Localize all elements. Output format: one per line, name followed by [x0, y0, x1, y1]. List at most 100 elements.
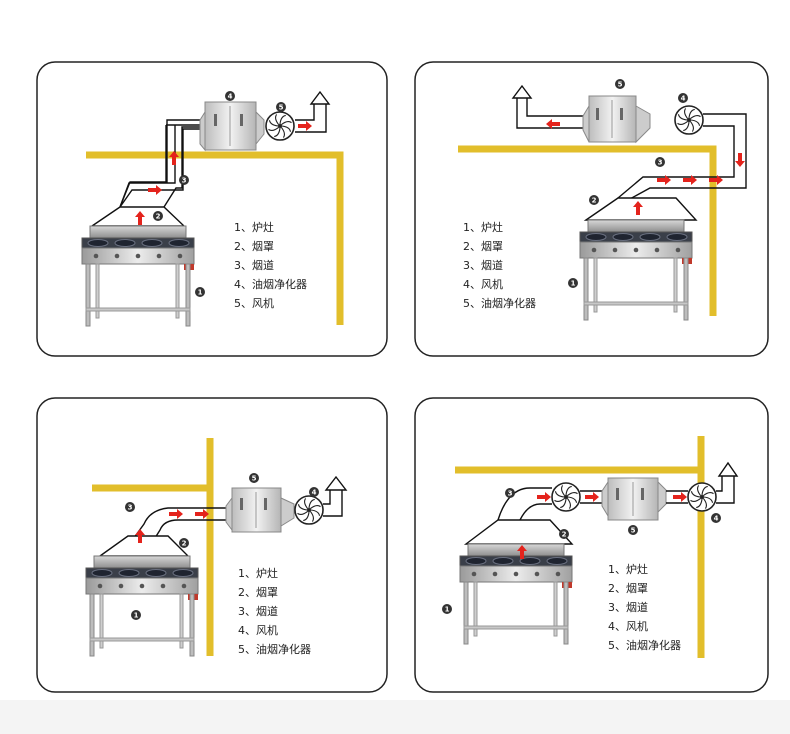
badge-number: 5 [279, 104, 284, 112]
stove-backsplash [89, 225, 187, 239]
exit-duct [295, 104, 327, 133]
burner [666, 233, 688, 241]
fan-blade [567, 496, 578, 503]
number-badge: 5 [276, 102, 286, 112]
stove-knob [675, 247, 681, 253]
badge-number: 4 [312, 489, 317, 497]
stove-knob [591, 247, 597, 253]
fan-blade [281, 121, 292, 126]
legend-item-2: 2、烟罩 [234, 239, 274, 253]
number-badge: 2 [179, 538, 189, 548]
purifier [199, 101, 265, 152]
fan-blade [688, 108, 695, 119]
flow-arrow-icon [709, 175, 723, 185]
stove-leg [673, 257, 678, 313]
badge-number: 4 [681, 95, 686, 103]
chimney-cap [511, 84, 533, 99]
wall [458, 145, 717, 316]
stove-leg [553, 581, 558, 637]
duct-outer [119, 119, 200, 208]
stove-leg [473, 581, 478, 637]
fan-blade [268, 126, 279, 131]
fan-blade [560, 498, 567, 509]
fan-hub [307, 508, 311, 512]
badge-number: 3 [658, 159, 663, 167]
stove-shelf [85, 307, 191, 312]
fan-blade [303, 511, 310, 522]
number-badge: 1 [131, 610, 141, 620]
stove [81, 225, 195, 327]
flow-arrows [135, 509, 209, 543]
stove-leg [185, 263, 191, 327]
stove-leg [189, 593, 195, 657]
badge-number: 1 [198, 289, 203, 297]
stove-backsplash [587, 219, 685, 233]
purifier [582, 95, 651, 144]
fan-blade [554, 497, 565, 502]
fan-blade [561, 485, 566, 496]
number-badge: 2 [153, 211, 163, 221]
fan-blade [554, 491, 565, 498]
badge-number: 1 [134, 612, 139, 620]
stove-leg [583, 257, 589, 321]
flow-arrow-icon [517, 545, 527, 559]
burner [172, 569, 194, 577]
stove-shelf [89, 637, 195, 642]
flow-arrow-icon [633, 201, 643, 215]
legend-item-4: 4、油烟净化器 [234, 277, 307, 291]
legend-item-1: 1、炉灶 [463, 221, 503, 234]
stove-knob [118, 583, 124, 589]
flow-arrows [546, 119, 745, 215]
number-badge: 4 [711, 513, 721, 523]
burner [168, 239, 190, 247]
badge-number: 3 [128, 504, 133, 512]
duct [580, 490, 602, 504]
exit-duct [716, 476, 735, 504]
stove-knob [93, 253, 99, 259]
fan [687, 482, 717, 512]
chimney-cap [324, 475, 348, 491]
fan-blade [701, 485, 708, 496]
legend-item-4: 4、风机 [608, 619, 648, 633]
badge-number: 2 [156, 213, 161, 221]
flow-arrows [517, 492, 687, 559]
number-badge: 4 [678, 93, 688, 103]
burner [639, 233, 661, 241]
flow-arrow-icon [673, 492, 687, 502]
flow-arrow-icon [135, 529, 145, 543]
flow-arrow-icon [585, 492, 599, 502]
fan-blade [690, 497, 701, 502]
badge-number: 5 [618, 81, 623, 89]
burner [585, 233, 607, 241]
badge-number: 4 [228, 93, 233, 101]
fan [265, 111, 295, 141]
number-badge: 4 [309, 487, 319, 497]
badges: 1 2 3 4 5 [153, 91, 286, 297]
fan-blade [310, 505, 321, 510]
stove-backsplash [93, 555, 191, 569]
flow-arrow-icon [135, 211, 145, 225]
legend-item-3: 3、烟道 [608, 600, 648, 614]
stove-leg [99, 593, 104, 649]
number-badge: 3 [179, 175, 189, 185]
exit-duct [516, 98, 583, 129]
burner [141, 239, 163, 247]
badge-number: 3 [508, 490, 513, 498]
fan [294, 495, 324, 525]
burner [546, 557, 568, 565]
stove [459, 543, 573, 645]
legend: 1、炉灶 2、烟罩 3、烟道 4、风机 5、油烟净化器 [463, 221, 536, 310]
number-badge: 5 [615, 79, 625, 89]
stove-knob [633, 247, 639, 253]
stove-knob [177, 253, 183, 259]
flow-arrows [135, 121, 312, 225]
flow-arrow-icon [195, 509, 209, 519]
stove [579, 219, 693, 321]
badge-number: 5 [631, 527, 636, 535]
panel-frame [36, 61, 388, 357]
